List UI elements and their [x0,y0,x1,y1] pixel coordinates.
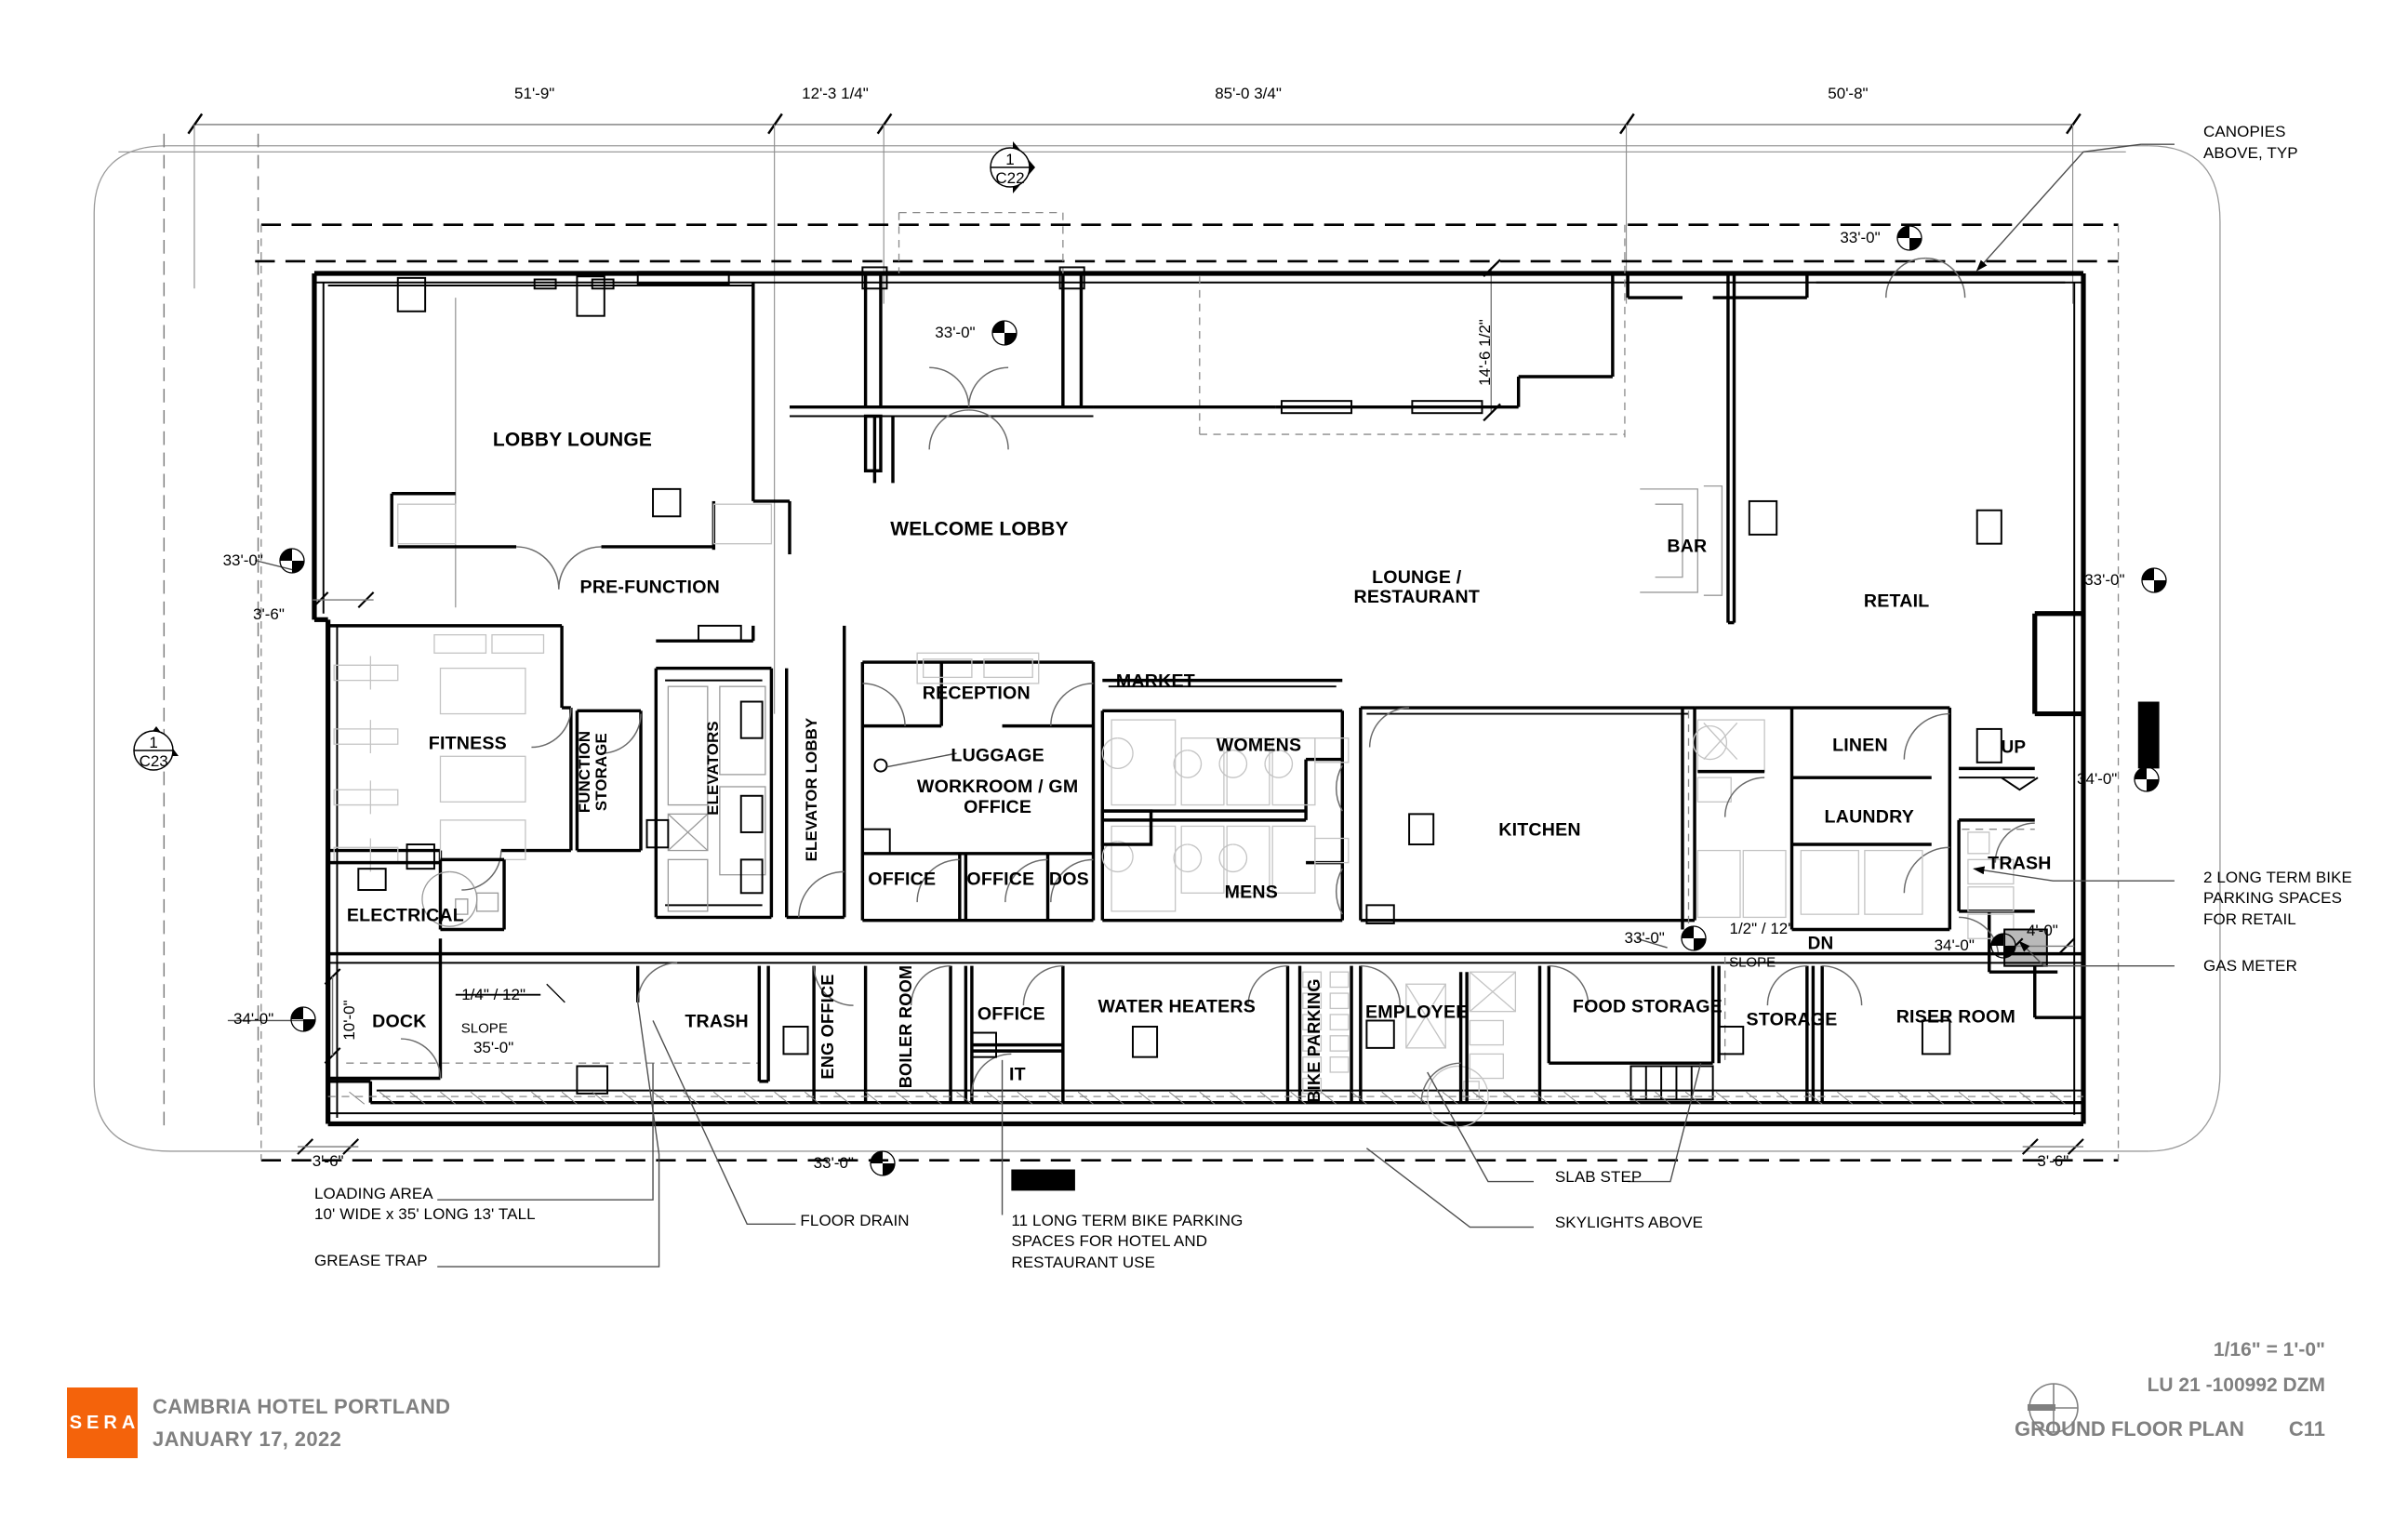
north-arrow-icon [2028,1383,2079,1433]
elevation-marker-text: 33'-0" [1840,229,1881,247]
elevation-marker-text: 34'-0" [1934,936,1975,955]
room-label: LAUNDRY [1824,806,1915,828]
elevation-target-icon [289,1006,316,1032]
slope-label: SLOPE [1729,954,1776,971]
room-label: BAR [1667,536,1708,557]
elevation-marker-text: 33'-0" [935,323,976,341]
room-label: ELECTRICAL [346,905,464,926]
annotation-skylights: SKYLIGHTS ABOVE [1554,1213,1704,1231]
room-label: MENS [1224,882,1279,903]
room-label: RISER ROOM [1895,1006,2015,1028]
project-name: CAMBRIA HOTEL PORTLAND [153,1394,451,1418]
dimension-text: 10'-0" [339,1000,358,1042]
elevation-target-icon [2134,766,2160,792]
room-label: BOILER ROOM [896,964,915,1089]
elevation-marker-text: 33'-0" [2084,570,2125,589]
room-label: BIKE PARKING [1305,977,1324,1103]
elevation-target-icon [870,1150,896,1176]
elevation-marker-text: 33'-0" [813,1153,854,1172]
room-label: DOS [1048,869,1089,889]
section-marker-sheet: C22 [995,168,1025,187]
room-label: ELEVATORS [704,721,723,816]
room-label: OFFICE [977,1003,1045,1025]
annotation-grease: GREASE TRAP [313,1251,428,1269]
dimension-text: 12'-3 1/4" [802,85,869,103]
room-label: TRASH [685,1011,749,1032]
slope-ratio-text: 1/4" / 12" [461,985,525,1003]
room-label: WOMENS [1216,735,1302,756]
firm-name: SERA [69,1412,140,1433]
room-label: LUGGAGE [951,745,1044,766]
stair-direction-label: UP [2001,737,2027,758]
room-label: LOBBY LOUNGE [492,429,653,451]
dimension-text: 3'-6" [2037,1152,2069,1171]
elevation-target-icon [1896,225,1922,252]
elevation-target-icon [2141,567,2167,593]
room-label: KITCHEN [1498,819,1581,841]
slope-ratio-text: 1/2" / 12" [1729,920,1794,938]
room-label: LINEN [1832,735,1888,756]
dimension-text: 35'-0" [472,1038,514,1056]
section-marker-icon [133,725,180,771]
room-label: DOCK [372,1011,427,1032]
dimension-text: 3'-6" [253,605,285,624]
elevation-marker-text: 34'-0" [233,1009,274,1028]
issue-date: JANUARY 17, 2022 [153,1427,342,1451]
elevation-marker-text: 34'-0" [2077,769,2118,788]
elevation-marker-text: 33'-0" [222,551,263,569]
room-label: FOOD STORAGE [1572,996,1723,1017]
room-label: WATER HEATERS [1097,996,1257,1017]
stair-direction-label: DN [1807,934,1834,954]
project-number: LU 21 -100992 DZM [2147,1374,2325,1396]
room-label: ENG OFFICE [818,974,838,1080]
dimension-text: 50'-8" [1828,85,1869,103]
section-marker-number: 1 [149,733,158,751]
room-label: RETAIL [1863,591,1930,612]
title-block-left: SERA CAMBRIA HOTEL PORTLAND JANUARY 17, … [67,1387,450,1458]
section-marker-number: 1 [1005,150,1015,168]
dimension-text: 85'-0 3/4" [1215,85,1282,103]
elevation-target-icon [1990,933,2016,960]
room-label: OFFICE [966,869,1035,889]
annotation-gas-meter: GAS METER [2202,956,2297,975]
title-block-right: 1/16" = 1'-0" LU 21 -100992 DZM GROUND F… [2015,1339,2325,1441]
room-label: ELEVATOR LOBBY [803,717,821,862]
elevation-target-icon [991,320,1018,346]
room-label: FITNESS [428,733,507,754]
room-label: MARKET [1115,670,1195,692]
room-label: TRASH [1988,853,2052,874]
elevation-marker-text: 33'-0" [1624,929,1665,948]
room-label: IT [1008,1064,1026,1085]
room-label: WELCOME LOBBY [890,518,1069,540]
room-label: STORAGE [1746,1009,1838,1030]
room-label: RECEPTION [922,683,1031,704]
dimension-text: 4'-0" [2026,922,2058,940]
sera-logo: SERA [67,1387,138,1458]
slope-label: SLOPE [460,1020,508,1037]
dimension-text: 3'-6" [312,1152,344,1171]
room-label: EMPLOYEE [1365,1002,1469,1023]
room-label: PRE-FUNCTION [579,577,720,598]
dimension-text: 14'-6 1/2" [1475,319,1494,386]
drawing-title: GROUND FLOOR PLAN [2014,1417,2244,1440]
elevation-target-icon [279,547,305,574]
dimension-text: 51'-9" [514,85,555,103]
elevation-target-icon [1681,925,1707,951]
drawing-scale: 1/16" = 1'-0" [2213,1339,2325,1361]
room-label: OFFICE [868,869,937,889]
annotation-slab-step: SLAB STEP [1554,1167,1643,1186]
sheet-number: C11 [2288,1417,2325,1440]
room-label: LOUNGE /RESTAURANT [1353,566,1481,608]
section-marker-icon [990,140,1035,193]
section-marker-sheet: C23 [139,751,168,770]
annotation-floor-drain: FLOOR DRAIN [800,1212,910,1230]
